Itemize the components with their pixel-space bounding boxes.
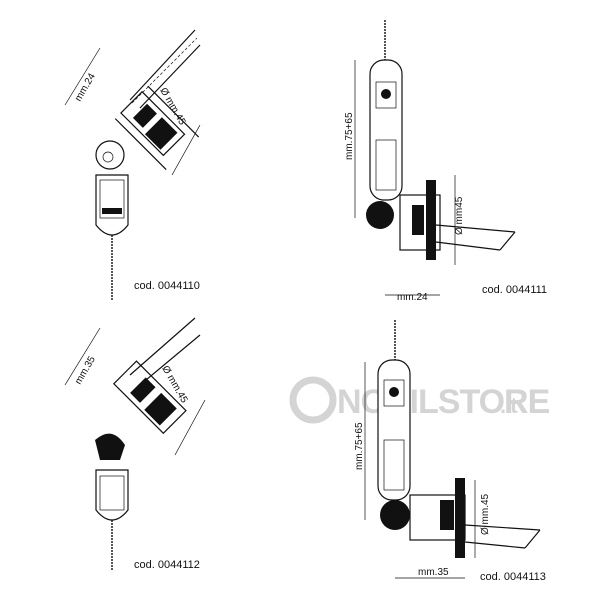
product-code-0044112: cod. 0044112 bbox=[134, 559, 200, 571]
svg-text:.it: .it bbox=[500, 393, 518, 418]
svg-text:mm.75+65: mm.75+65 bbox=[354, 422, 365, 470]
drawing-0044112: mm.35 Ø mm.45 bbox=[64, 317, 206, 570]
svg-text:Ø mm.45: Ø mm.45 bbox=[480, 493, 491, 535]
svg-text:mm.24: mm.24 bbox=[397, 292, 428, 303]
svg-text:Ø mm45: Ø mm45 bbox=[454, 196, 465, 235]
product-code-0044111: cod. 0044111 bbox=[482, 284, 548, 296]
svg-text:NOBILSTORE: NOBILSTORE bbox=[337, 383, 550, 421]
drawing-0044110: mm.24 Ø mm.45 bbox=[64, 29, 201, 300]
svg-text:mm.35: mm.35 bbox=[73, 354, 98, 386]
drawing-0044113: mm.75+65 mm.35 Ø mm.45 bbox=[354, 320, 541, 579]
svg-text:mm.75+65: mm.75+65 bbox=[344, 112, 355, 160]
product-code-0044110: cod. 0044110 bbox=[134, 280, 200, 292]
svg-text:mm.24: mm.24 bbox=[73, 71, 98, 103]
svg-text:mm.35: mm.35 bbox=[418, 567, 449, 578]
drawing-0044111: mm.75+65 mm.24 Ø mm45 bbox=[344, 20, 516, 303]
product-code-0044113: cod. 0044113 bbox=[480, 571, 546, 583]
watermark: NOBILSTORE .it bbox=[289, 376, 551, 424]
